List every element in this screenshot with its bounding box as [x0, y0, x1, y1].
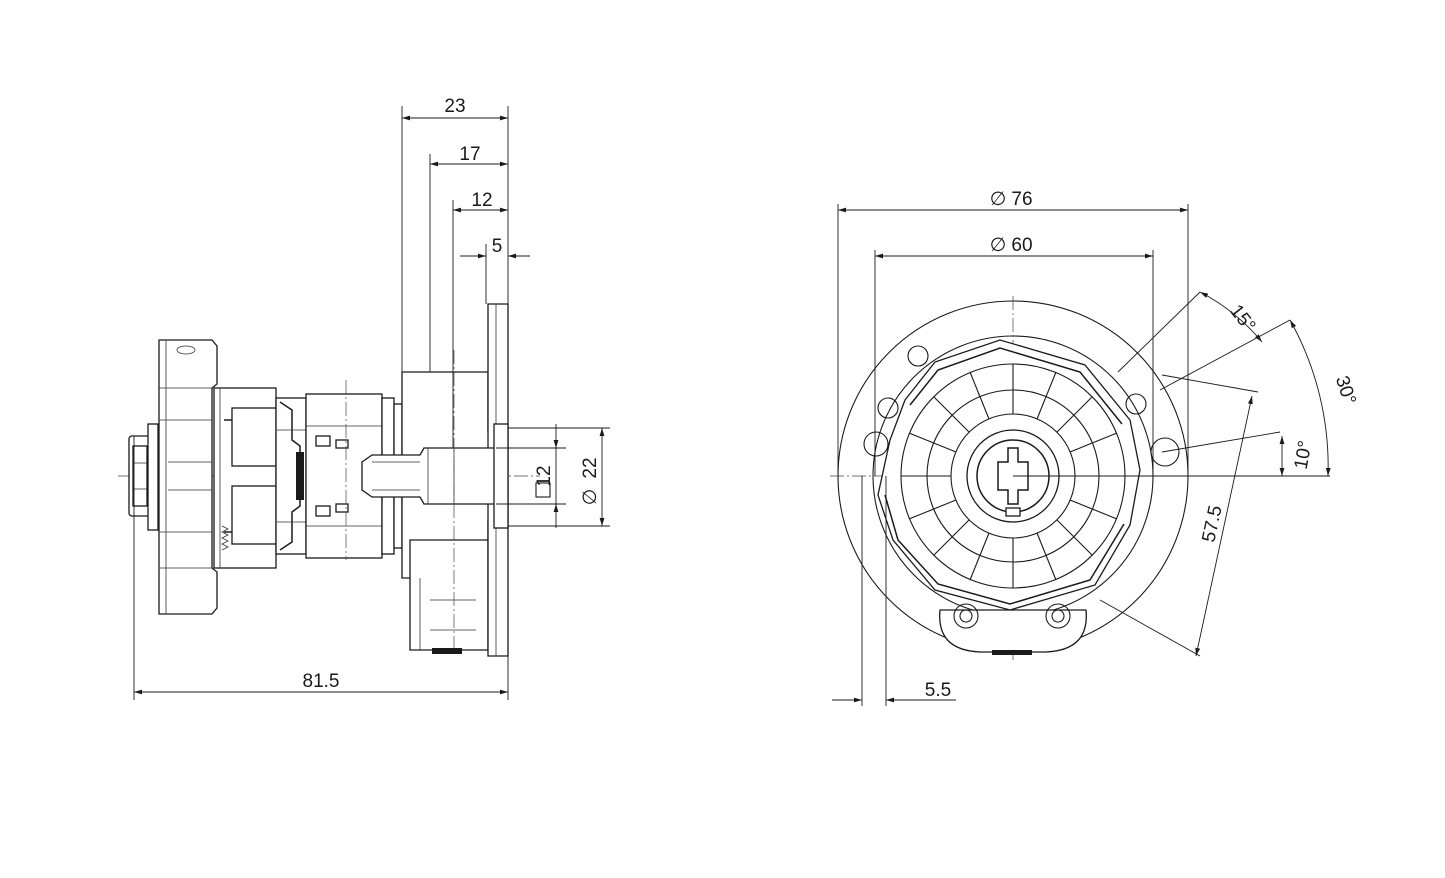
dia-symbol-76: ∅: [990, 189, 1007, 210]
dia-symbol-60: ∅: [990, 235, 1007, 256]
dim-81-5: 81.5: [303, 671, 340, 692]
knob-flange: [158, 339, 218, 615]
dim-17: 17: [459, 144, 480, 165]
dim-5-5: 5.5: [925, 680, 951, 701]
angle-30: 30°: [1331, 373, 1360, 407]
dim-5: 5: [492, 236, 503, 257]
dia-symbol-22: ∅: [580, 489, 601, 506]
dim-dia-22: 22: [580, 457, 601, 478]
front-view: [830, 296, 1200, 660]
dim-dia-60: 60: [1011, 235, 1032, 256]
side-view: [118, 303, 540, 657]
dim-23: 23: [444, 96, 465, 117]
side-view-dimensions: 23 17 12 5 12 ∅ 22 81.5: [133, 96, 610, 700]
dim-57-5: 57.5: [1199, 504, 1227, 545]
angle-15: 15°: [1225, 301, 1259, 337]
dim-dia-76: 76: [1011, 189, 1032, 210]
angle-10: 10°: [1291, 439, 1317, 471]
dim-square-12: 12: [534, 465, 555, 486]
housing: [361, 303, 509, 657]
left-nut: [128, 423, 159, 531]
front-view-dimensions: ∅ 76 ∅ 60 15° 30° 10° 57.5 5.5: [832, 189, 1360, 706]
dim-12-top: 12: [471, 190, 492, 211]
